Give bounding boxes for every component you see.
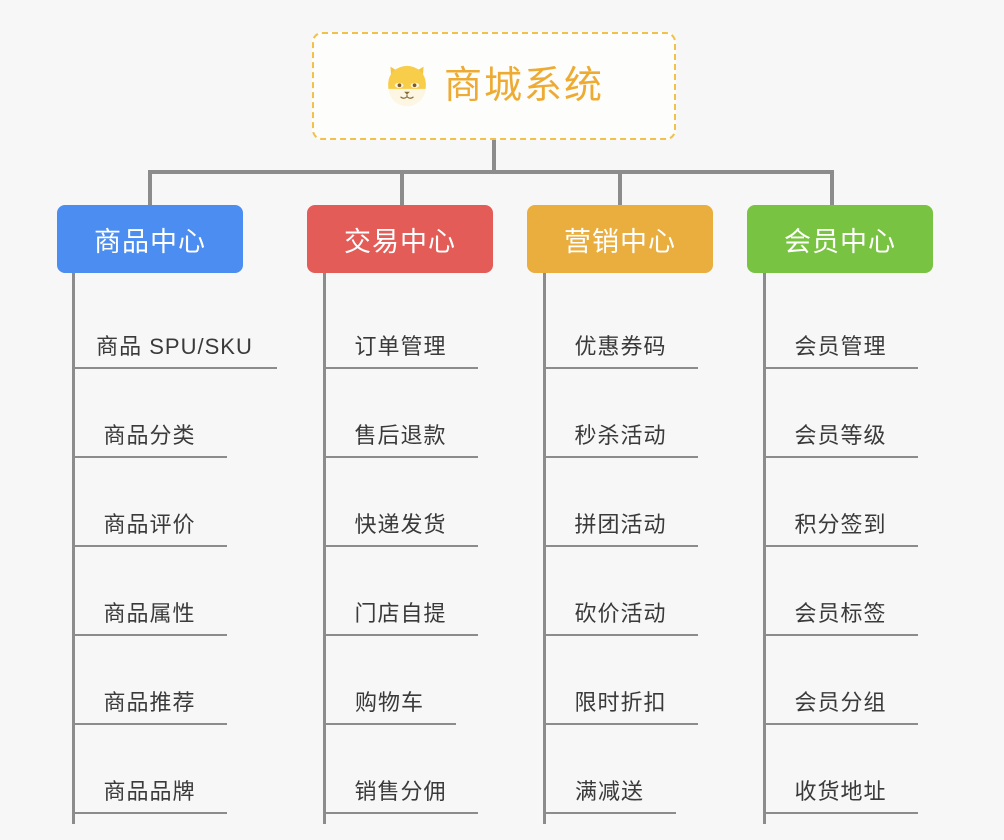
leaf-item-4-3[interactable]: 积分签到 [763,457,918,547]
leaf-label-3-1: 优惠券码 [574,334,667,359]
leaf-label-2-6: 销售分佣 [354,779,447,804]
leaf-item-1-6[interactable]: 商品品牌 [72,724,227,814]
leaf-label-1-2: 商品分类 [103,423,196,448]
connector-drop-4 [830,170,834,208]
leaf-trunk-3 [543,273,546,824]
leaf-item-4-6[interactable]: 收货地址 [763,724,918,814]
leaf-item-2-6[interactable]: 销售分佣 [323,724,478,814]
leaf-label-1-6: 商品品牌 [103,779,196,804]
leaf-item-3-1[interactable]: 优惠券码 [543,279,698,369]
leaf-item-4-1[interactable]: 会员管理 [763,279,918,369]
leaf-label-4-3: 积分签到 [794,512,887,537]
leaf-label-1-5: 商品推荐 [103,690,196,715]
leaf-label-3-3: 拼团活动 [574,512,667,537]
leaf-item-2-4[interactable]: 门店自提 [323,546,478,636]
leaf-trunk-1 [72,273,75,824]
shiba-dog-face-icon [388,65,426,107]
category-box-1[interactable]: 商品中心 [57,205,243,273]
leaf-item-1-5[interactable]: 商品推荐 [72,635,227,725]
leaf-item-4-2[interactable]: 会员等级 [763,368,918,458]
leaf-item-2-5[interactable]: 购物车 [323,635,456,725]
leaf-label-3-6: 满减送 [574,779,644,804]
category-label-3: 营销中心 [564,226,676,257]
category-label-4: 会员中心 [784,226,896,257]
leaf-label-1-1: 商品 SPU/SKU [96,334,253,359]
leaf-label-4-5: 会员分组 [794,690,887,715]
leaf-label-4-4: 会员标签 [794,601,887,626]
category-label-1: 商品中心 [94,226,206,257]
leaf-label-4-2: 会员等级 [794,423,887,448]
connector-horizontal-bus [148,170,834,174]
category-box-2[interactable]: 交易中心 [307,205,493,273]
connector-drop-1 [148,170,152,208]
leaf-label-2-2: 售后退款 [354,423,447,448]
leaf-item-3-3[interactable]: 拼团活动 [543,457,698,547]
root-node-title: 商城系统 [443,65,604,107]
leaf-label-2-4: 门店自提 [354,601,447,626]
leaf-label-4-1: 会员管理 [794,334,887,359]
root-node-shop-system[interactable]: 商城系统 [312,32,676,140]
leaf-label-4-6: 收货地址 [794,779,887,804]
leaf-item-3-5[interactable]: 限时折扣 [543,635,698,725]
leaf-item-4-4[interactable]: 会员标签 [763,546,918,636]
connector-drop-2 [400,170,404,208]
leaf-label-2-5: 购物车 [354,690,424,715]
leaf-item-1-1[interactable]: 商品 SPU/SKU [72,279,277,369]
leaf-item-2-3[interactable]: 快递发货 [323,457,478,547]
leaf-item-3-6[interactable]: 满减送 [543,724,676,814]
category-box-4[interactable]: 会员中心 [747,205,933,273]
leaf-label-2-3: 快递发货 [354,512,447,537]
category-label-2: 交易中心 [344,226,456,257]
leaf-label-3-2: 秒杀活动 [574,423,667,448]
leaf-label-1-4: 商品属性 [103,601,196,626]
leaf-trunk-2 [323,273,326,824]
category-box-3[interactable]: 营销中心 [527,205,713,273]
leaf-label-1-3: 商品评价 [103,512,196,537]
connector-drop-3 [618,170,622,208]
leaf-item-3-4[interactable]: 砍价活动 [543,546,698,636]
leaf-item-1-2[interactable]: 商品分类 [72,368,227,458]
leaf-item-4-5[interactable]: 会员分组 [763,635,918,725]
leaf-label-3-4: 砍价活动 [574,601,667,626]
leaf-item-1-4[interactable]: 商品属性 [72,546,227,636]
leaf-item-2-1[interactable]: 订单管理 [323,279,478,369]
leaf-item-3-2[interactable]: 秒杀活动 [543,368,698,458]
leaf-item-1-3[interactable]: 商品评价 [72,457,227,547]
leaf-label-3-5: 限时折扣 [574,690,667,715]
leaf-item-2-2[interactable]: 售后退款 [323,368,478,458]
leaf-trunk-4 [763,273,766,824]
leaf-label-2-1: 订单管理 [354,334,447,359]
connector-root-stem [492,140,496,172]
